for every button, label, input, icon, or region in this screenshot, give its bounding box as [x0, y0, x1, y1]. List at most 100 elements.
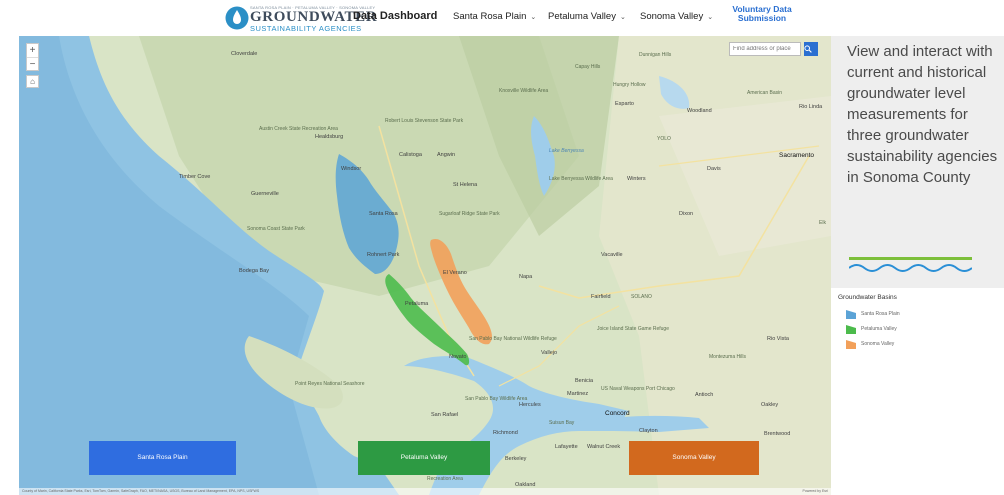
legend-swatch	[846, 340, 856, 349]
chevron-down-icon: ⌄	[619, 14, 626, 21]
petaluma-valley-button[interactable]: Petaluma Valley	[358, 441, 490, 475]
agency-logo[interactable]: SANTA ROSA PLAIN · PETALUMA VALLEY · SON…	[225, 5, 555, 33]
map-label: Point Reyes National Seashore	[295, 381, 365, 387]
map-label: Novato	[449, 354, 467, 360]
map-label: Esparto	[615, 101, 634, 107]
map-label: Bodega Bay	[239, 268, 269, 274]
map-label: Lake Berryessa	[549, 148, 584, 154]
map-label: American Basin	[747, 90, 783, 96]
map-label: Sugarloaf Ridge State Park	[439, 211, 500, 217]
map-label: Austin Creek State Recreation Area	[259, 126, 338, 132]
santa-rosa-plain-button[interactable]: Santa Rosa Plain	[89, 441, 236, 475]
map-label: SOLANO	[631, 294, 652, 300]
map-label: Cloverdale	[231, 51, 258, 57]
map-label: YOLO	[657, 136, 671, 142]
sonoma-valley-button[interactable]: Sonoma Valley	[629, 441, 759, 475]
map-label: Walnut Creek	[587, 444, 621, 450]
chevron-down-icon: ⌄	[707, 14, 714, 21]
legend-item-sonoma-valley: Sonoma Valley	[846, 340, 986, 350]
map-label: Rio Vista	[767, 336, 789, 342]
zoom-control: + −	[26, 43, 39, 71]
search-input[interactable]	[729, 42, 801, 56]
map-label: Berkeley	[505, 456, 527, 462]
map-label: Windsor	[341, 166, 362, 172]
map-label: Davis	[707, 166, 721, 172]
nav-voluntary-data-submission[interactable]: Voluntary Data Submission	[720, 5, 804, 23]
home-icon: ⌂	[30, 77, 35, 86]
map-label: Benicia	[575, 378, 594, 384]
map-label: Joice Island State Game Refuge	[597, 326, 669, 332]
nav-sonoma-valley[interactable]: Sonoma Valley⌄	[640, 11, 713, 22]
map-label: San Pablo Bay National Wildlife Refuge	[469, 336, 557, 342]
nav-petaluma-valley[interactable]: Petaluma Valley⌄	[548, 11, 626, 22]
nav-voluntary-line1: Voluntary Data	[732, 4, 792, 14]
logo-subtitle: SUSTAINABILITY AGENCIES	[250, 24, 362, 33]
legend-item-santa-rosa-plain: Santa Rosa Plain	[846, 310, 986, 320]
map-label: Rio Linda	[799, 104, 823, 110]
map-label: Martinez	[567, 391, 589, 397]
map-label: Vacaville	[601, 252, 623, 258]
header: SANTA ROSA PLAIN · PETALUMA VALLEY · SON…	[0, 0, 1004, 36]
map-label: San Pablo Bay Wildlife Area	[465, 396, 528, 402]
map-label: Lake Berryessa Wildlife Area	[549, 176, 613, 182]
zoom-in-button[interactable]: +	[29, 45, 36, 56]
legend-swatch	[846, 325, 856, 334]
map-label: Calistoga	[399, 152, 422, 158]
map-label: Sacramento	[779, 152, 815, 159]
map-label: Sonoma Coast State Park	[247, 226, 305, 232]
map-label: Guerneville	[251, 191, 279, 197]
water-drop-icon	[225, 6, 249, 30]
chevron-down-icon: ⌄	[530, 14, 537, 21]
map-label: Elk	[819, 220, 826, 226]
map-label: San Rafael	[431, 412, 459, 418]
map-label: Dixon	[679, 211, 694, 217]
map-attribution: County of Marin, California State Parks,…	[19, 488, 831, 495]
nav-santa-rosa-plain[interactable]: Santa Rosa Plain⌄	[453, 11, 536, 22]
map-label: US Naval Weapons Port Chicago	[601, 386, 675, 392]
zoom-out-button[interactable]: −	[29, 59, 36, 70]
map-label: Lafayette	[555, 444, 578, 450]
powered-by-esri[interactable]: Powered by Esri	[802, 489, 828, 493]
search-button[interactable]	[804, 42, 818, 56]
map-label: Vallejo	[541, 350, 558, 356]
nav-item-label: Santa Rosa Plain	[453, 11, 527, 22]
logo-tagline: SANTA ROSA PLAIN · PETALUMA VALLEY · SON…	[250, 5, 376, 10]
map-canvas[interactable]	[19, 36, 831, 495]
home-button[interactable]: ⌂	[26, 75, 39, 88]
legend-label: Petaluma Valley	[861, 326, 897, 332]
map-label: Winters	[627, 176, 646, 182]
map-label: Woodland	[687, 108, 712, 114]
nav-item-label: Sonoma Valley	[640, 11, 704, 22]
basemap[interactable]: Cloverdale Healdsburg Guerneville Austin…	[19, 36, 831, 495]
map-label: Dunnigan Hills	[639, 52, 672, 58]
map-label: Napa	[519, 274, 533, 280]
map-label: Montezuma Hills	[709, 354, 746, 360]
map-label: Petaluma	[405, 301, 429, 307]
legend-swatch	[846, 310, 856, 319]
map-label: Hercules	[519, 402, 541, 408]
map-label: Fairfield	[591, 294, 611, 300]
legend-title: Groundwater Basins	[838, 294, 897, 301]
logo-title: GROUNDWATER	[250, 9, 378, 25]
nav-data-dashboard[interactable]: Data Dashboard	[353, 10, 438, 22]
map-label: Knoxville Wildlife Area	[499, 88, 549, 94]
map-label: Suisun Bay	[549, 420, 575, 426]
map-label: El Verano	[443, 270, 467, 276]
map-label: Santa Rosa	[369, 211, 398, 217]
legend-label: Sonoma Valley	[861, 341, 895, 347]
map-label: Timber Cove	[179, 174, 211, 180]
map-label: Clayton	[639, 428, 658, 434]
zoom-divider	[27, 57, 38, 58]
search-icon	[804, 45, 812, 53]
map-label: Capay Hills	[575, 64, 601, 70]
accent-line	[849, 257, 972, 260]
map-label: Robert Louis Stevenson State Park	[385, 118, 464, 124]
wave-icon	[849, 264, 972, 272]
map-label: Brentwood	[764, 431, 791, 437]
map-label: St Helena	[453, 182, 478, 188]
nav-voluntary-line2: Submission	[737, 13, 787, 23]
map-label: Recreation Area	[427, 476, 463, 482]
intro-text: View and interact with current and histo…	[847, 43, 998, 186]
map-label: Oakland	[515, 482, 536, 488]
map-label: Healdsburg	[315, 134, 344, 140]
